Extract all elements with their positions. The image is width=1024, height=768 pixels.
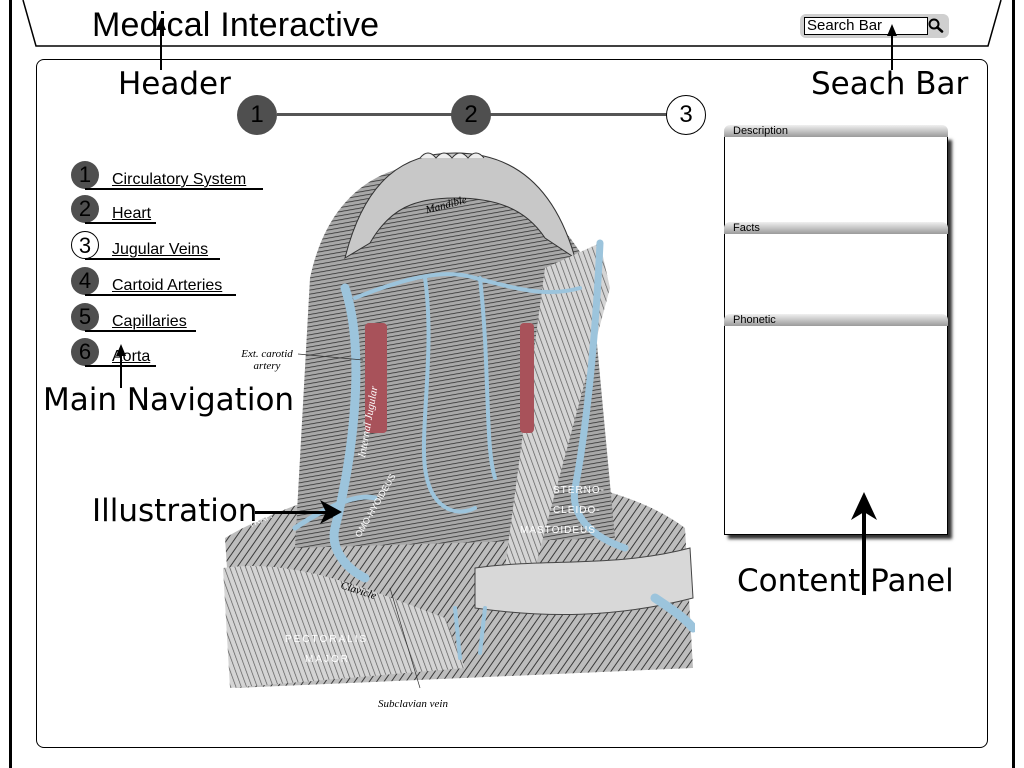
nav-underline	[85, 222, 156, 224]
section-title: Facts	[733, 222, 760, 234]
label-subclavian-vein: Subclavian vein	[378, 698, 448, 708]
label-mastoideus: MASTOIDEUS	[520, 525, 596, 536]
nav-label[interactable]: Capillaries	[112, 313, 187, 330]
label-major: MAJOR	[305, 654, 350, 665]
nav-item-aorta[interactable]: 6 Aorta	[71, 338, 271, 368]
nav-number-badge: 5	[71, 303, 99, 331]
arrowhead-up-icon	[116, 344, 126, 356]
nav-item-jugular-veins[interactable]: 3 Jugular Veins	[71, 231, 271, 261]
annotation-arrow-search	[891, 28, 893, 70]
carotid-artery-left	[365, 323, 387, 433]
mandible-bone	[344, 152, 576, 260]
search-button[interactable]	[926, 16, 946, 36]
nav-label[interactable]: Jugular Veins	[112, 241, 209, 258]
teeth	[419, 152, 485, 159]
annotation-arrow-navigation	[120, 348, 122, 388]
panel-section-description[interactable]: Description	[724, 125, 948, 137]
annotation-illustration: Illustration	[92, 493, 258, 529]
search-icon	[928, 18, 944, 33]
nav-number-badge: 3	[71, 231, 99, 259]
label-ext-carotid: Ext. carotid	[240, 348, 293, 360]
stepper-step-1[interactable]: 1	[237, 95, 277, 135]
nav-label[interactable]: Heart	[112, 205, 152, 222]
nav-item-capillaries[interactable]: 5 Capillaries	[71, 303, 271, 333]
step-number: 2	[464, 101, 478, 128]
nav-number-badge: 2	[71, 195, 99, 223]
annotation-main-navigation: Main Navigation	[43, 382, 295, 418]
clavicle-right	[474, 547, 694, 616]
annotation-header: Header	[118, 66, 231, 102]
nav-label[interactable]: Cartoid Arteries	[112, 277, 223, 294]
header-bar	[22, 0, 1002, 47]
section-title: Phonetic	[733, 314, 776, 326]
annotation-arrow-content-panel	[862, 510, 866, 595]
jugular-veins	[292, 239, 695, 660]
nav-underline	[85, 330, 196, 332]
label-pectoralis: PECTORALIS	[285, 634, 368, 645]
label-ext-carotid-2: artery	[254, 360, 281, 372]
nav-underline	[85, 294, 236, 296]
nav-number-badge: 6	[71, 338, 99, 366]
frame-border-left	[9, 0, 12, 768]
stepper-step-2[interactable]: 2	[451, 95, 491, 135]
annotation-arrow-illustration	[255, 511, 330, 514]
arrowhead-up-icon	[887, 24, 897, 36]
nav-item-cartoid-arteries[interactable]: 4 Cartoid Arteries	[71, 267, 271, 297]
sternocleidomastoid-muscle	[505, 243, 610, 568]
section-title: Description	[733, 125, 789, 137]
nav-label[interactable]: Circulatory System	[112, 171, 247, 188]
content-panel	[724, 136, 948, 535]
nav-number-badge: 1	[71, 161, 99, 189]
nav-item-heart[interactable]: 2 Heart	[71, 195, 271, 225]
pectoralis-muscle	[223, 566, 465, 688]
frame-border-right	[1012, 0, 1015, 768]
app-title: Medical Interactive	[92, 6, 380, 44]
panel-section-phonetic[interactable]: Phonetic	[724, 314, 948, 326]
step-number: 1	[250, 101, 264, 128]
nav-underline	[85, 188, 263, 190]
nav-number-badge: 4	[71, 267, 99, 295]
annotation-arrow-header	[160, 22, 162, 70]
annotation-content-panel: Content Panel	[737, 563, 954, 599]
arrowhead-up-icon	[851, 492, 877, 520]
carotid-artery-right	[520, 323, 534, 433]
label-sterno: STERNO-	[553, 485, 605, 496]
anatomy-illustration[interactable]: Mandible Ext. carotid artery STERNO- CLE…	[215, 148, 695, 708]
step-number: 3	[679, 101, 693, 128]
nav-underline	[85, 258, 220, 260]
label-cleido: CLEIDO-	[553, 505, 601, 516]
arrowhead-up-icon	[156, 18, 166, 30]
arrowhead-right-icon	[320, 500, 342, 524]
annotation-search: Seach Bar	[811, 66, 969, 102]
search-input[interactable]	[804, 17, 928, 35]
search-bar	[800, 14, 949, 38]
main-content-area	[36, 59, 988, 748]
nav-item-circulatory-system[interactable]: 1 Circulatory System	[71, 161, 271, 191]
stepper-step-3[interactable]: 3	[666, 95, 706, 135]
panel-section-facts[interactable]: Facts	[724, 222, 948, 234]
